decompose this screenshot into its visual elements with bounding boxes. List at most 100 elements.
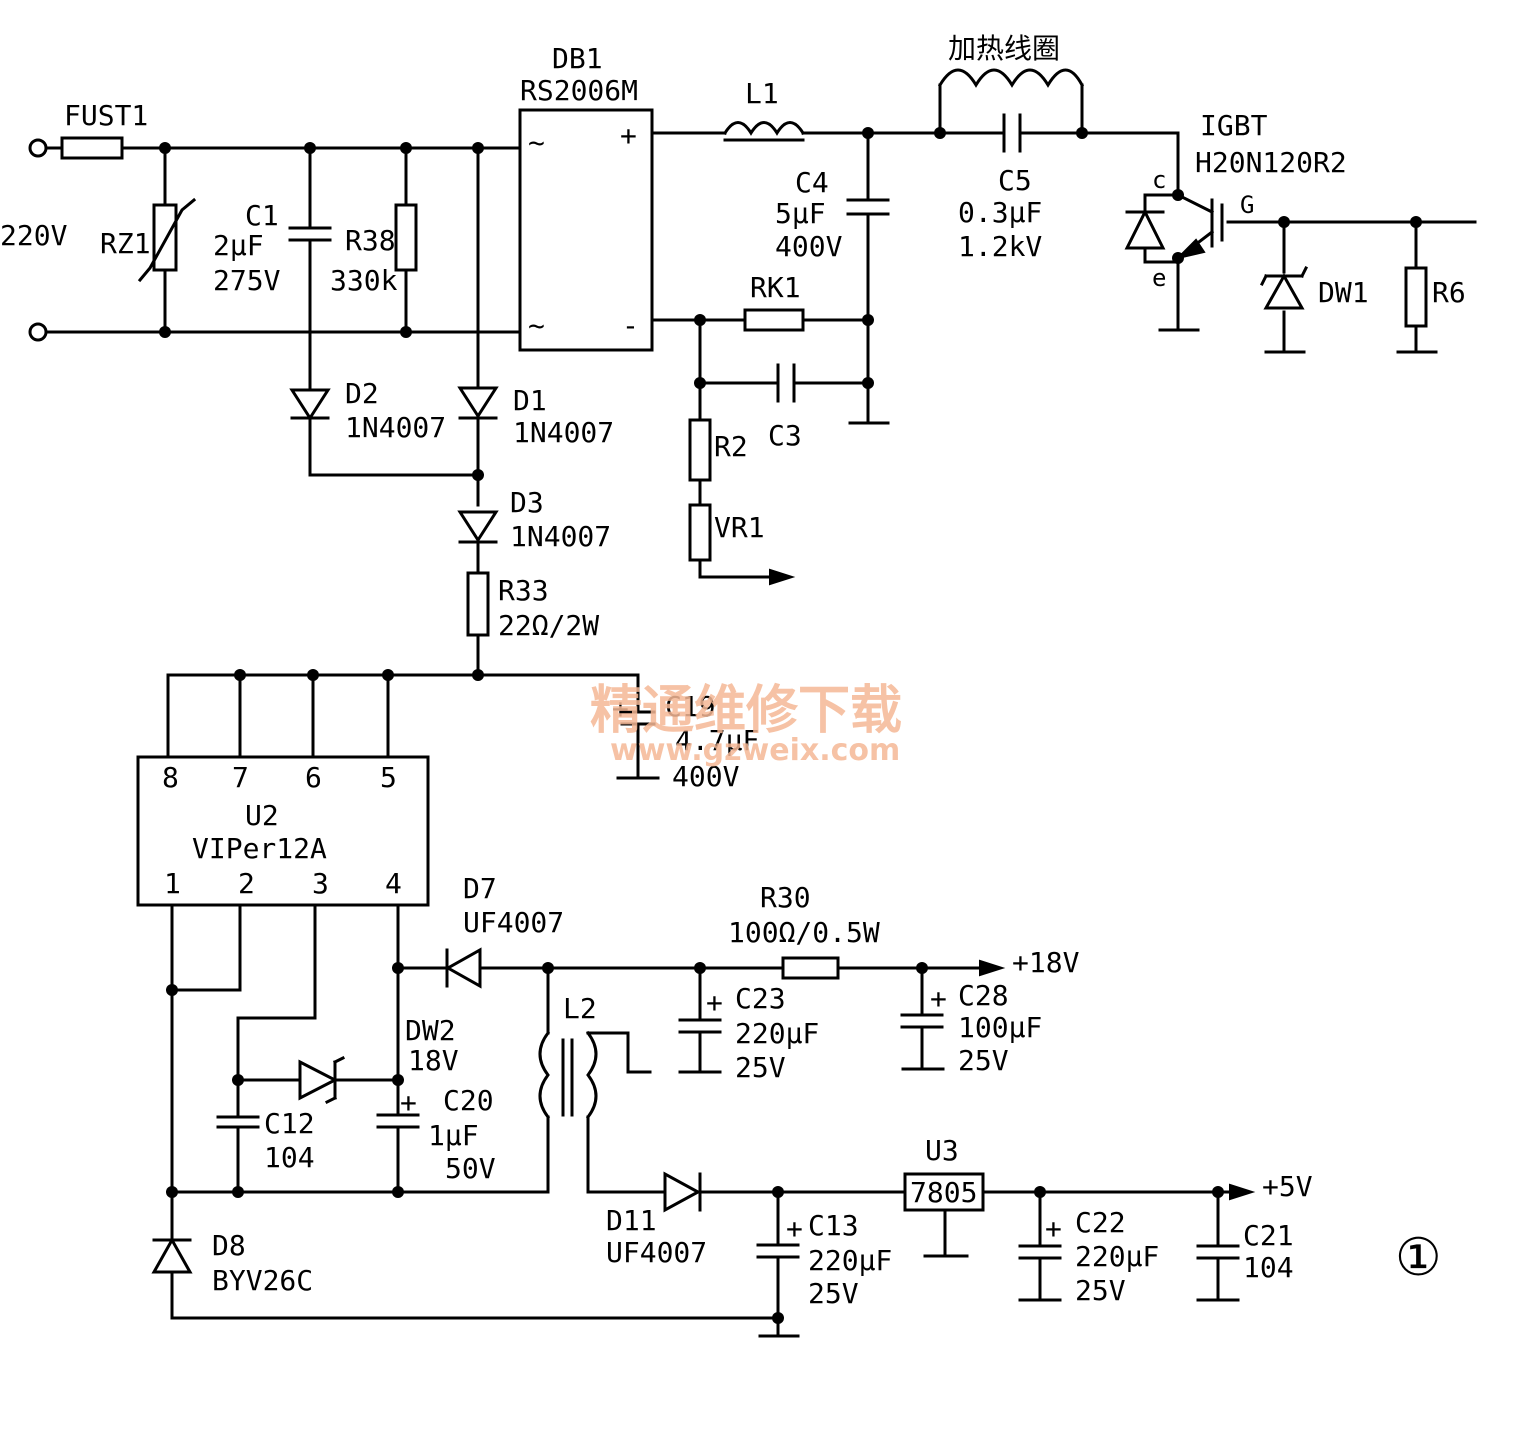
u2-pin-2: 2 (238, 867, 255, 900)
c19-ref: C19 (665, 690, 716, 723)
c28-symbol (900, 1013, 944, 1029)
c20-ref: C20 (443, 1084, 494, 1117)
c19-rating: 400V (672, 760, 740, 793)
c3-label: C3 (768, 419, 802, 452)
dw1-symbol (1259, 265, 1309, 310)
fuse-label: FUST1 (64, 99, 148, 132)
junctions (159, 127, 1422, 1324)
d3-ref: D3 (510, 486, 544, 519)
igbt-symbol (1124, 192, 1224, 261)
fuse-symbol (60, 136, 124, 160)
d7-ref: D7 (463, 872, 497, 905)
rk1-label: RK1 (750, 271, 801, 304)
watermark-url: www.gzweix.com (610, 733, 900, 768)
c5-symbol (1002, 113, 1022, 153)
u2-pin-7: 7 (232, 761, 249, 794)
c4-value: 5μF (775, 197, 826, 230)
igbt-pin-e: e (1152, 264, 1166, 292)
r33-symbol (466, 571, 490, 637)
c4-rating: 400V (775, 230, 843, 263)
igbt-part: H20N120R2 (1195, 146, 1347, 179)
c28-plus: + (930, 982, 947, 1015)
c12-value: 104 (264, 1141, 315, 1174)
c1-value: 2μF (213, 229, 264, 262)
c23-rating: 25V (735, 1051, 786, 1084)
db1-part: RS2006M (520, 74, 638, 107)
d2-part: 1N4007 (345, 411, 446, 444)
heating-coil (937, 68, 1085, 88)
c22-plus: + (1045, 1212, 1062, 1245)
c23-ref: C23 (735, 982, 786, 1015)
c19-plus: + (612, 692, 629, 725)
igbt-pin-c: c (1152, 166, 1166, 194)
r2-label: R2 (714, 430, 748, 463)
dw2-symbol (298, 1055, 346, 1105)
u3-ref: U3 (925, 1134, 959, 1167)
c3-symbol (776, 363, 796, 403)
d1-part: 1N4007 (513, 416, 614, 449)
c1-rating: 275V (213, 264, 281, 297)
input-voltage-label: 220V (0, 219, 68, 252)
dw2-ref: DW2 (405, 1014, 456, 1047)
wires (44, 83, 1477, 1338)
c5-rating: 1.2kV (958, 230, 1042, 263)
c28-ref: C28 (958, 979, 1009, 1012)
db1-pin-pos: + (620, 119, 637, 152)
d8-symbol (151, 1236, 193, 1274)
c23-symbol (678, 1018, 722, 1034)
u2-pin-5: 5 (380, 761, 397, 794)
c13-value: 220μF (808, 1244, 892, 1277)
rz1-label: RZ1 (100, 227, 151, 260)
u2-pin-4: 4 (385, 867, 402, 900)
r38-symbol (394, 203, 418, 272)
d3-symbol (457, 510, 499, 544)
c12-symbol (216, 1115, 260, 1129)
r6-label: R6 (1432, 276, 1466, 309)
c21-symbol (1196, 1244, 1240, 1260)
l1-inductor (722, 121, 806, 136)
c13-rating: 25V (808, 1277, 859, 1310)
c21-ref: C21 (1243, 1219, 1294, 1252)
c23-plus: + (706, 986, 723, 1019)
d11-symbol (663, 1171, 702, 1213)
d2-symbol (289, 388, 331, 421)
c13-ref: C13 (808, 1209, 859, 1242)
c20-plus: + (400, 1086, 417, 1119)
figure-number: ① (1395, 1228, 1442, 1288)
l2-label: L2 (563, 992, 597, 1025)
rk1-symbol (743, 308, 805, 332)
d2-ref: D2 (345, 377, 379, 410)
out18-arrow (979, 959, 1006, 977)
r6-symbol (1404, 266, 1428, 328)
out5-arrow (1229, 1183, 1256, 1201)
u3-part: 7805 (910, 1176, 977, 1209)
dw1-label: DW1 (1318, 276, 1369, 309)
c22-value: 220μF (1075, 1240, 1159, 1273)
r33-ref: R33 (498, 574, 549, 607)
c22-rating: 25V (1075, 1274, 1126, 1307)
u2-pin-8: 8 (162, 761, 179, 794)
db1-ref: DB1 (552, 42, 603, 75)
d11-part: UF4007 (606, 1236, 707, 1269)
c22-ref: C22 (1075, 1206, 1126, 1239)
c23-value: 220μF (735, 1017, 819, 1050)
c20-symbol (376, 1113, 420, 1129)
varistor-symbol (137, 197, 197, 283)
c4-ref: C4 (795, 166, 829, 199)
c1-symbol (288, 226, 332, 242)
d1-symbol (457, 386, 499, 420)
d1-ref: D1 (513, 384, 547, 417)
u2-pin-1: 1 (164, 867, 181, 900)
c28-rating: 25V (958, 1044, 1009, 1077)
db1-pin-neg: - (622, 309, 639, 342)
r30-symbol (781, 956, 840, 980)
c5-value: 0.3μF (958, 196, 1042, 229)
c12-ref: C12 (264, 1107, 315, 1140)
u2-pin-3: 3 (312, 867, 329, 900)
c22-symbol (1018, 1244, 1062, 1260)
d7-symbol (444, 947, 482, 989)
out5-label: +5V (1262, 1170, 1313, 1203)
igbt-ref: IGBT (1200, 109, 1268, 142)
r38-ref: R38 (345, 224, 396, 257)
